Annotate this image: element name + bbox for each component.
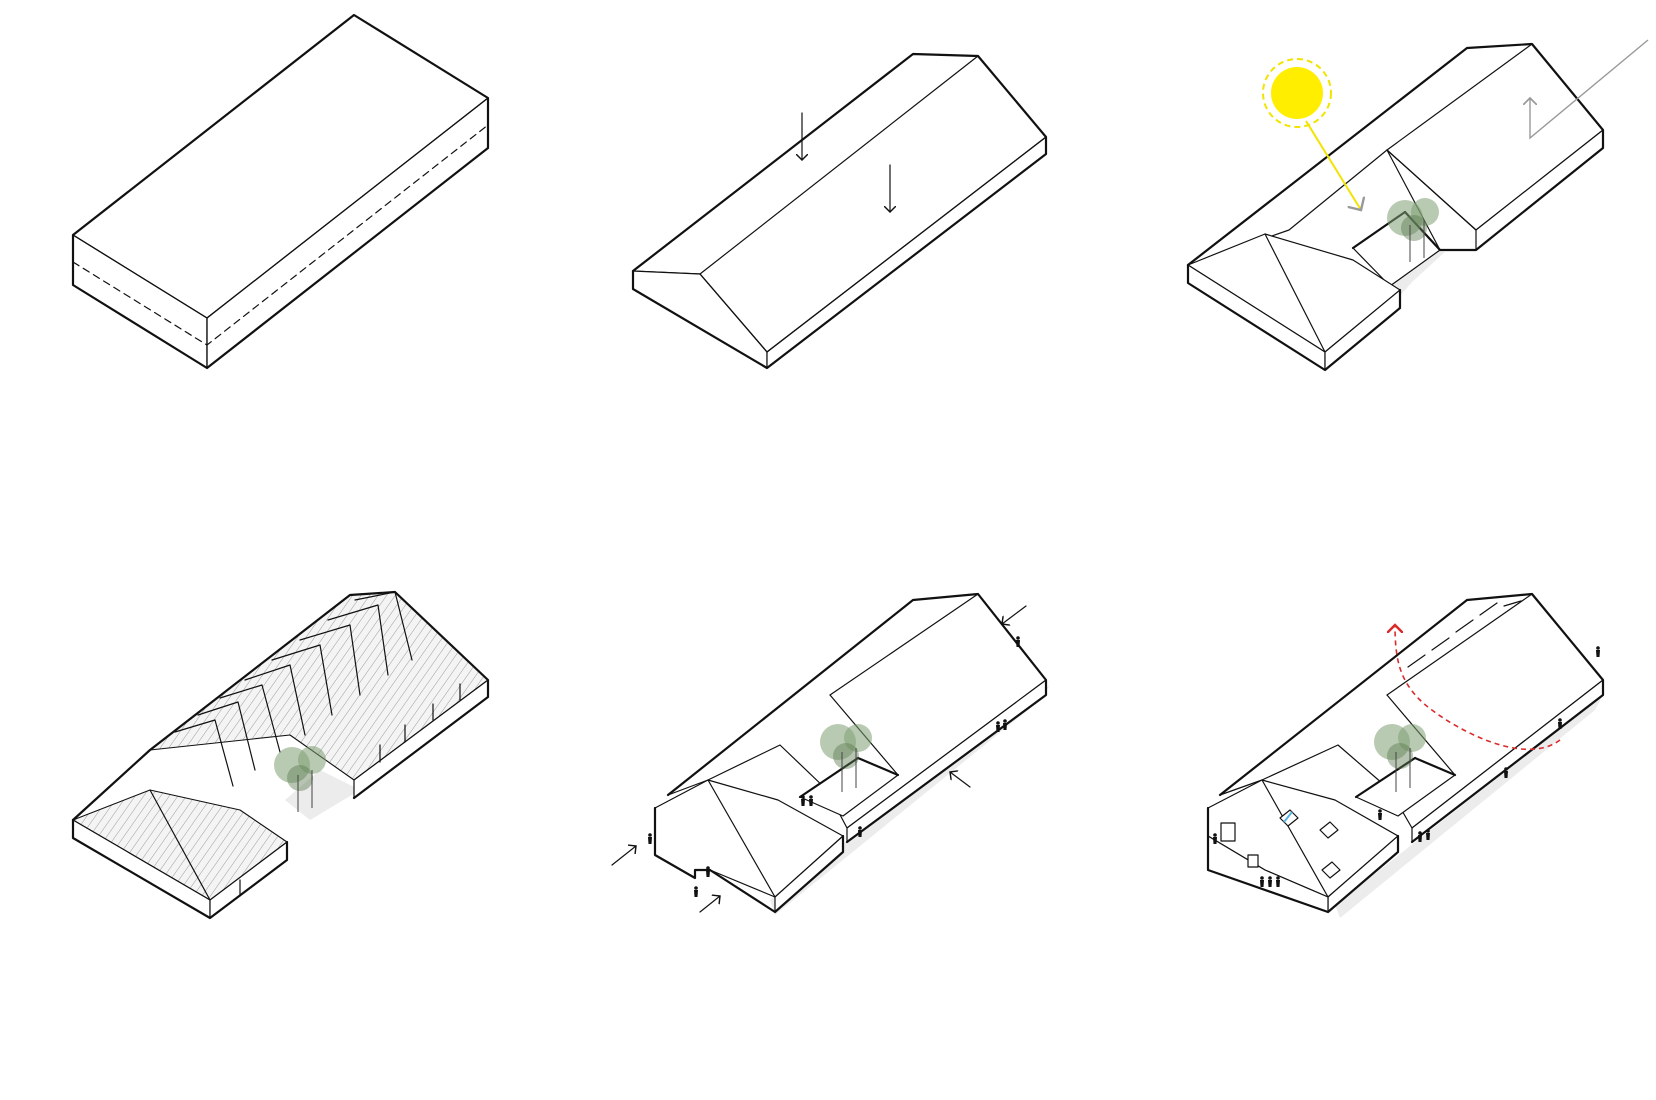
wind-path [1530, 39, 1649, 140]
panel-1-box-volume [71, 13, 490, 370]
rotation-arrow [1395, 625, 1561, 751]
sun-icon [1262, 58, 1361, 210]
panel-5-entrances [611, 592, 1050, 915]
roof-windows [1407, 600, 1522, 668]
courtyard-tree [1374, 724, 1426, 792]
entrance-arrows [611, 605, 1027, 913]
courtyard-tree [1387, 198, 1439, 262]
press-arrows [802, 112, 890, 212]
courtyard-tree [274, 746, 326, 812]
panel-4-hatched-structure [71, 590, 490, 920]
panel-3-courtyard-sun [1186, 39, 1649, 372]
courtyard-tree [820, 724, 872, 792]
panel-6-roof-windows [1206, 592, 1605, 918]
panel-2-gable-roof [631, 52, 1048, 370]
dashed-level-line [72, 124, 489, 346]
facade-windows [1220, 809, 1341, 879]
